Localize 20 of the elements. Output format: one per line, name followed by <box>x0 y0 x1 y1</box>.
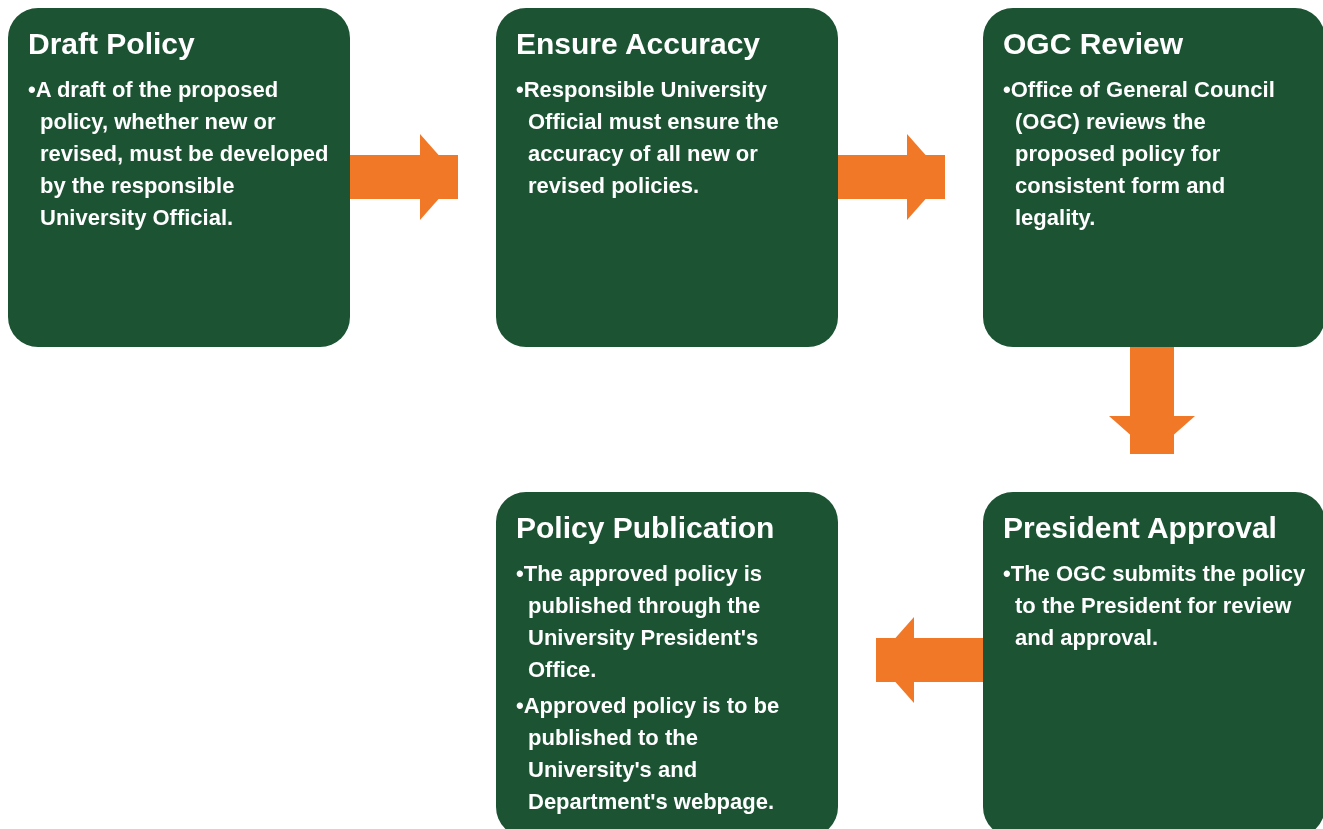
process-box <box>983 492 1323 829</box>
bullet-text: •Office of General Council (OGC) reviews the proposed policy for consistent form and legality. <box>1003 76 1276 232</box>
bullet-text: •The OGC submits the policy to the President for review and approval. <box>1003 560 1307 652</box>
block-arrow <box>838 134 945 220</box>
bullet-text: •Responsible University Official must ensure the accuracy of all new or revised policies. <box>516 76 780 200</box>
process-box <box>496 8 838 347</box>
process-box <box>983 8 1323 347</box>
box-heading: Policy Publication <box>516 510 776 546</box>
bullet-text: •Approved policy is to be published to the University's and Department's webpage. <box>516 692 781 816</box>
bullet-text: •The approved policy is published through the University President's Office. <box>516 560 764 684</box>
block-arrow <box>876 617 983 703</box>
block-arrow <box>1109 347 1195 454</box>
bullet-text: •A draft of the proposed policy, whether new or revised, must be developed by the responsible University Official. <box>28 76 330 232</box>
block-arrow <box>350 134 458 220</box>
box-heading: Draft Policy <box>28 26 196 62</box>
box-heading: Ensure Accuracy <box>516 26 761 62</box>
box-heading: President Approval <box>1003 510 1278 546</box>
process-box <box>496 492 838 829</box>
box-heading: OGC Review <box>1003 26 1185 62</box>
process-box <box>8 8 350 347</box>
